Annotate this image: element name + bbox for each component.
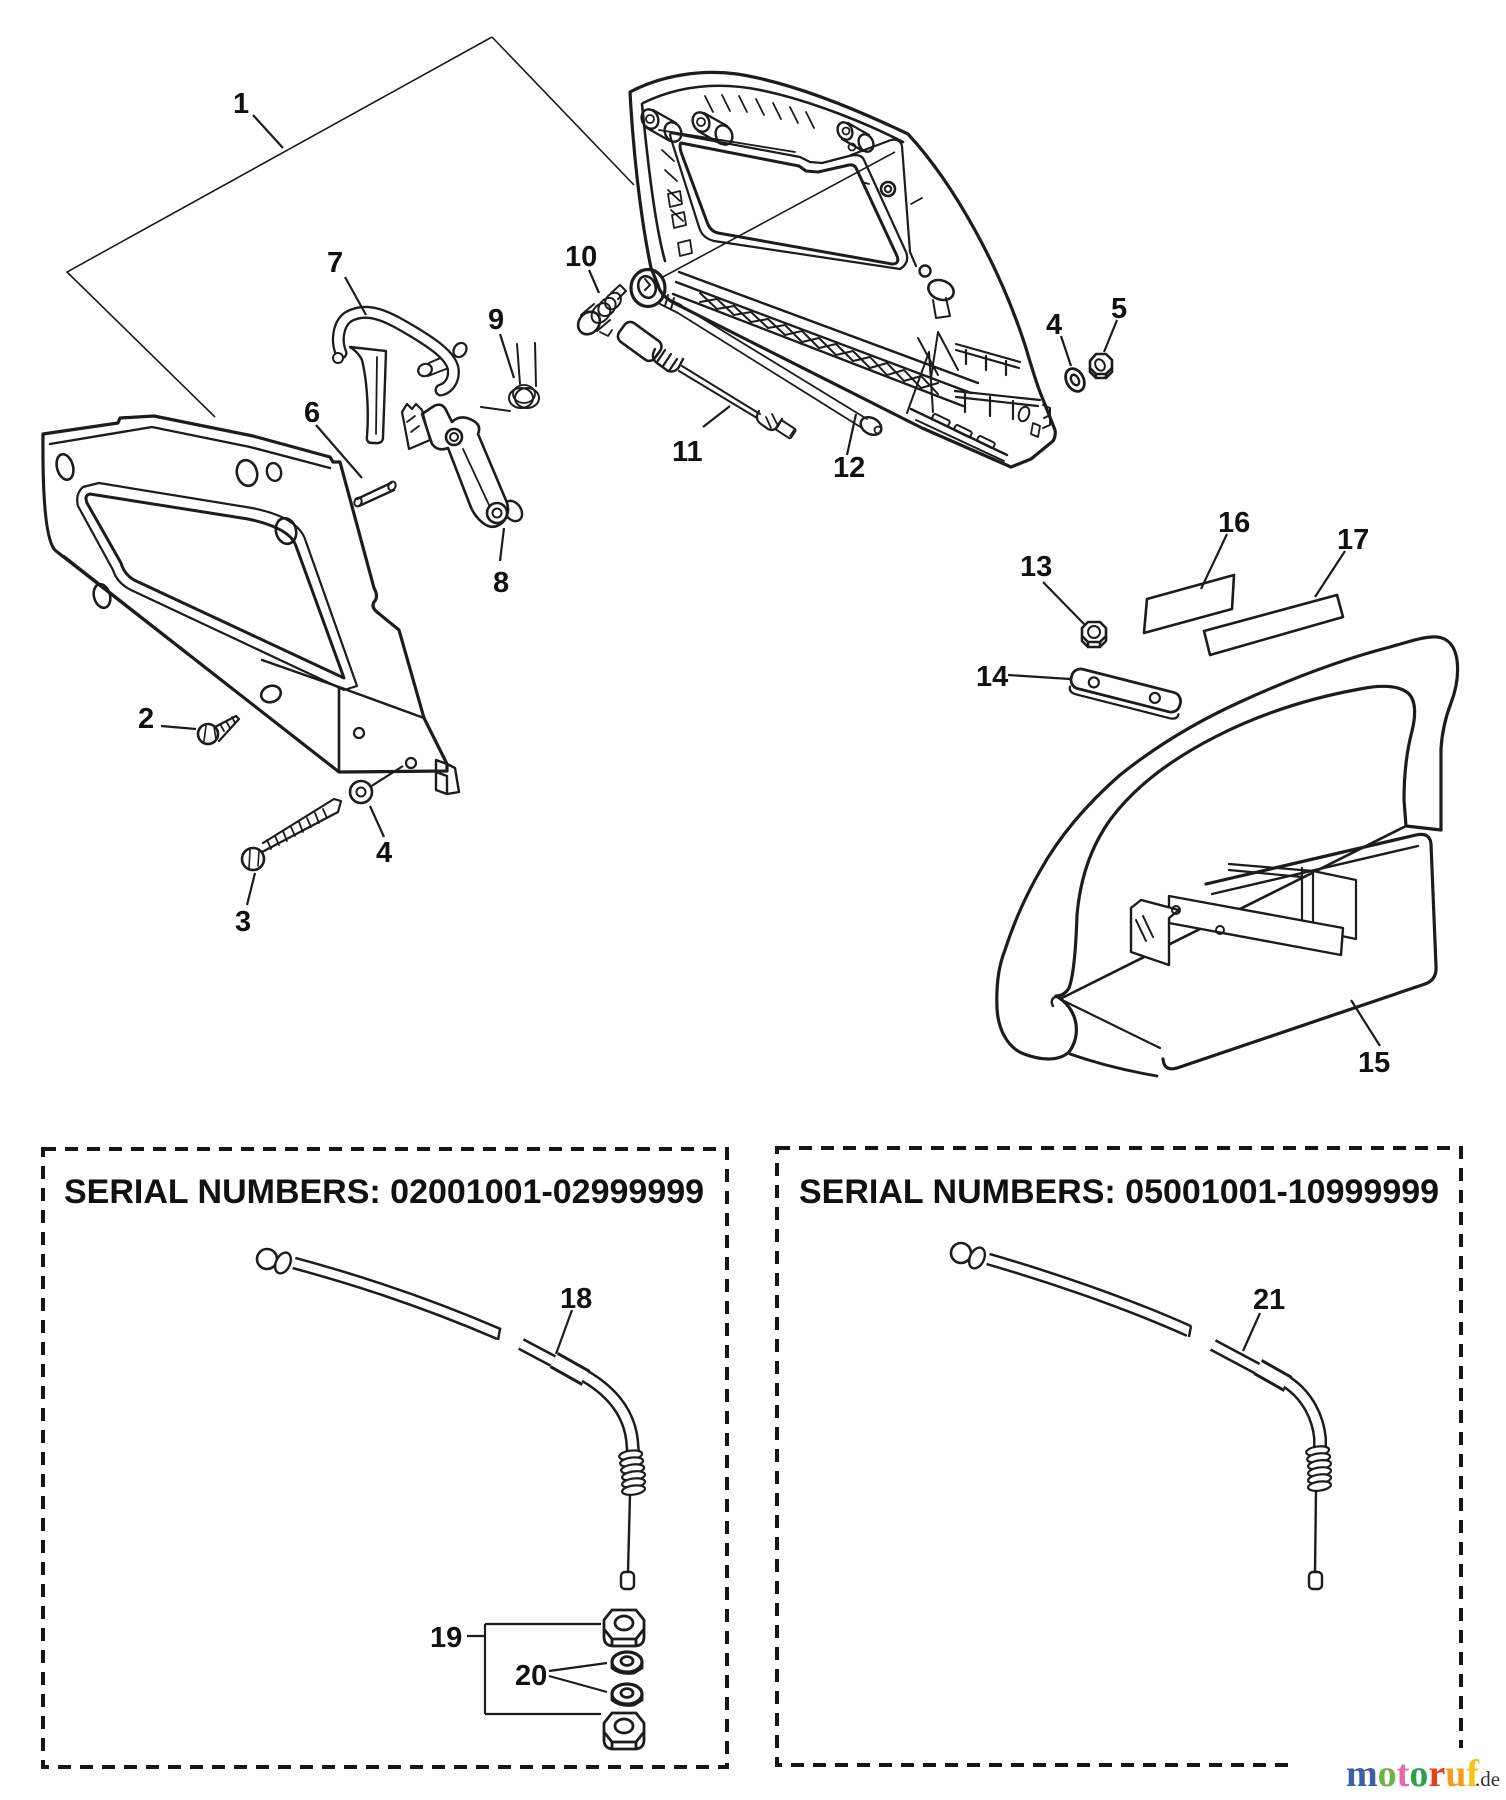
svg-text:13: 13 [1020, 551, 1052, 583]
svg-text:.de: .de [1475, 1767, 1500, 1791]
svg-text:15: 15 [1358, 1047, 1390, 1079]
svg-text:motoruf: motoruf [1346, 1753, 1480, 1795]
svg-text:14: 14 [976, 661, 1008, 693]
svg-text:4: 4 [376, 837, 392, 869]
svg-text:6: 6 [304, 397, 320, 429]
svg-text:8: 8 [493, 567, 509, 599]
svg-text:11: 11 [672, 436, 703, 468]
svg-text:5: 5 [1111, 293, 1127, 325]
svg-text:20: 20 [515, 1660, 547, 1692]
svg-text:9: 9 [488, 304, 504, 336]
svg-text:3: 3 [235, 906, 251, 938]
svg-text:4: 4 [1046, 309, 1062, 341]
svg-text:17: 17 [1337, 524, 1369, 556]
svg-text:10: 10 [565, 241, 597, 273]
svg-text:21: 21 [1253, 1284, 1285, 1316]
svg-text:SERIAL NUMBERS: 02001001-02999: SERIAL NUMBERS: 02001001-02999999 [64, 1173, 704, 1211]
svg-text:19: 19 [430, 1622, 462, 1654]
svg-text:18: 18 [560, 1283, 592, 1315]
svg-text:SERIAL NUMBERS: 05001001-10999: SERIAL NUMBERS: 05001001-10999999 [799, 1173, 1439, 1211]
svg-text:16: 16 [1218, 507, 1250, 539]
svg-text:2: 2 [138, 703, 154, 735]
svg-text:1: 1 [233, 88, 249, 120]
svg-text:12: 12 [833, 452, 865, 484]
svg-text:7: 7 [327, 247, 343, 279]
